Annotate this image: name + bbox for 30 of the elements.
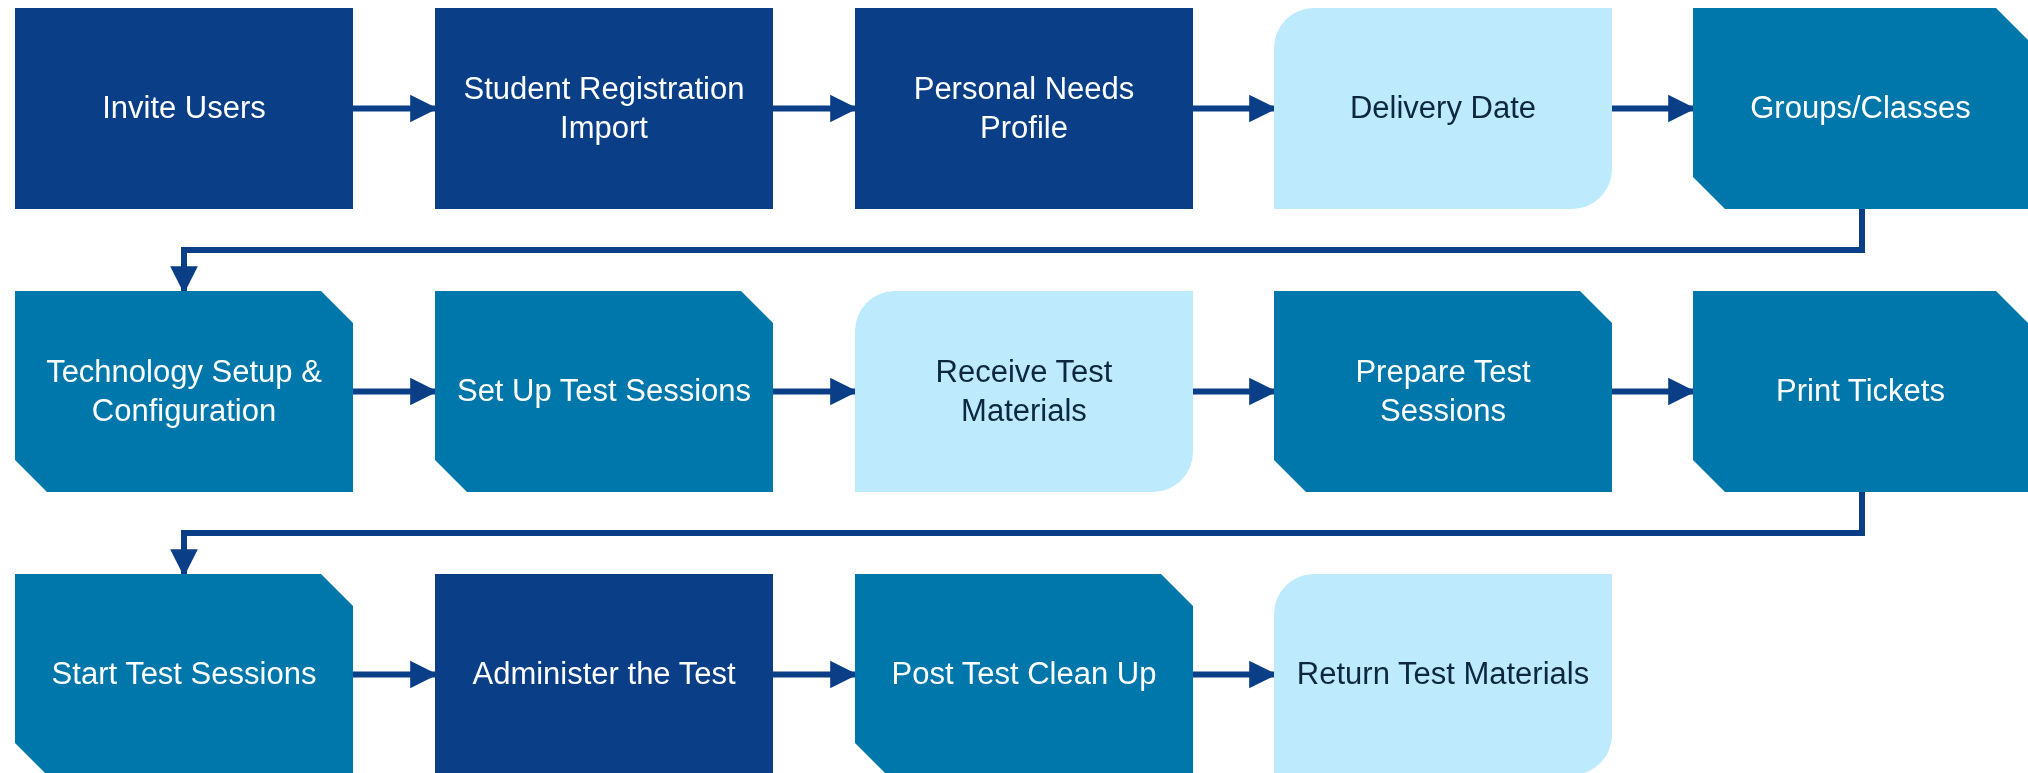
rounded-box [1274,8,1612,209]
step-label: Prepare Test Sessions [1354,352,1532,430]
cut-corner-box [15,291,353,492]
step-label: Administer the Test [472,655,736,694]
rounded-box [855,291,1193,492]
cut-corner-box [435,291,773,492]
cut-corner-box [1274,291,1612,492]
cut-corner-box [1693,8,2028,209]
step-label: Student Registration Import [462,69,746,147]
step-label: Receive Test Materials [934,352,1114,430]
cut-corner-box [1693,291,2028,492]
step-label: Post Test Clean Up [891,655,1157,694]
step-label: Start Test Sessions [51,655,317,694]
cut-corner-box [15,574,353,773]
process-box [855,8,1193,209]
step-label: Personal Needs Profile [912,69,1136,147]
step-label: Delivery Date [1349,89,1537,128]
arrow [170,209,1865,294]
process-box [435,8,773,209]
step-label: Invite Users [102,89,266,128]
process-box [435,574,773,773]
process-box [15,8,353,209]
step-label: Set Up Test Sessions [456,372,752,411]
step-label: Technology Setup & Configuration [45,352,323,430]
step-label: Return Test Materials [1296,655,1590,694]
step-label: Print Tickets [1776,372,1945,411]
cut-corner-box [855,574,1193,773]
arrow [170,492,1865,577]
rounded-box [1274,574,1612,773]
step-label: Groups/Classes [1750,89,1971,128]
